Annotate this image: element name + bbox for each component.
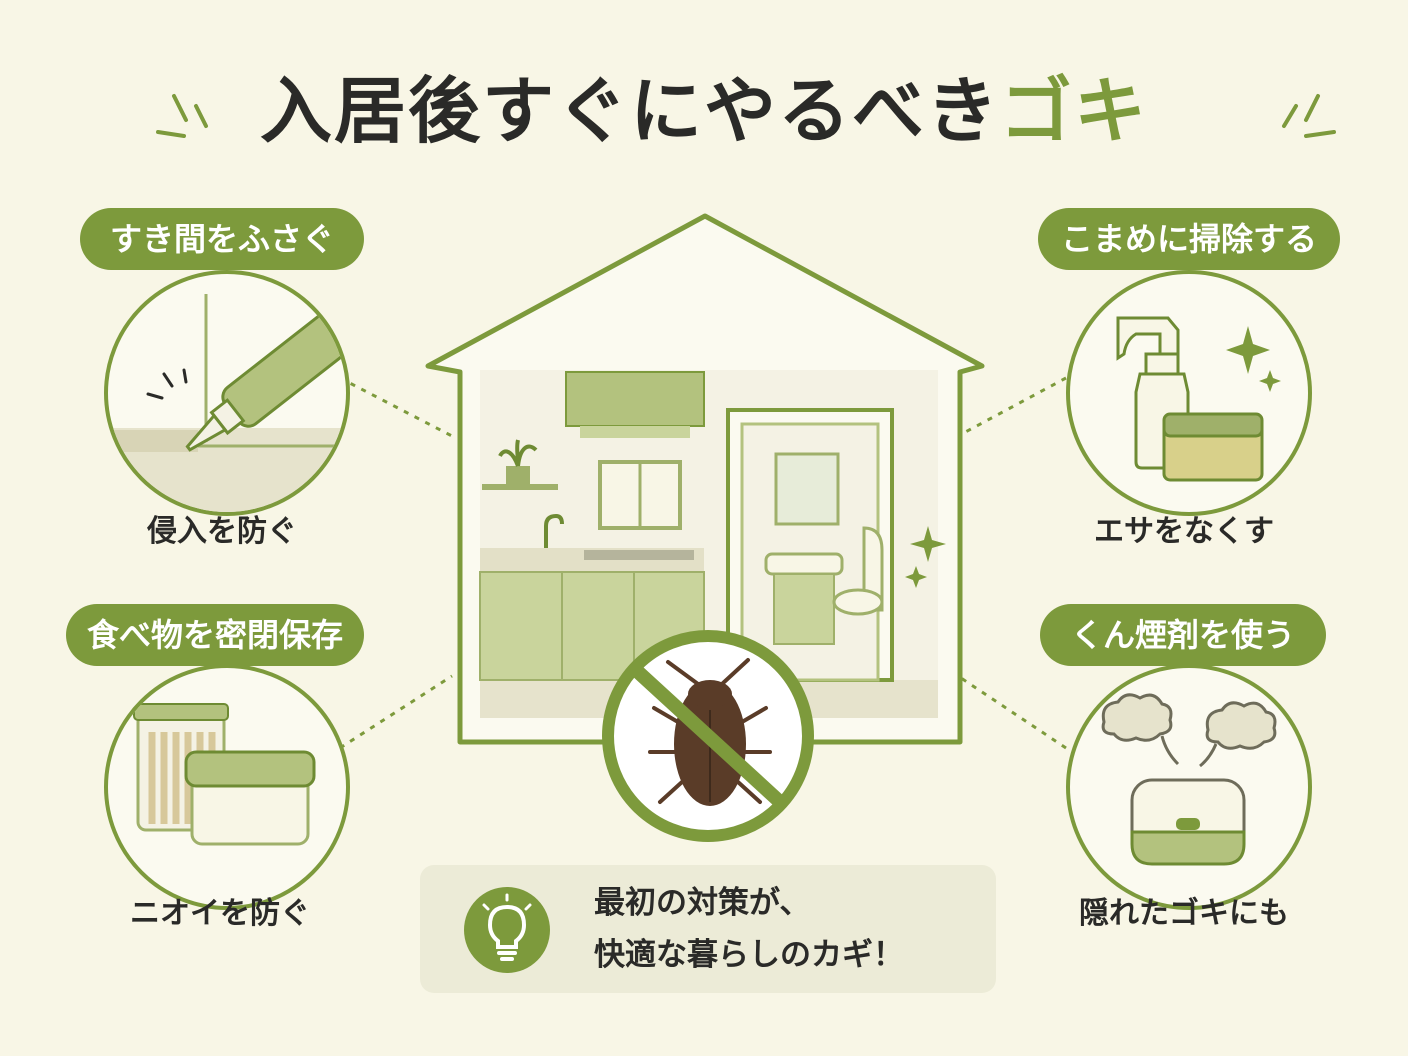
key-message-text: 最初の対策が、 快適な暮らしのカギ！ bbox=[594, 877, 984, 981]
food-container-icon bbox=[104, 664, 350, 910]
tip-caption-seal-food: ニオイを防ぐ bbox=[130, 896, 310, 931]
no-cockroach-icon bbox=[602, 630, 814, 842]
tip-label-seal-food: 食べ物を密閉保存 bbox=[66, 604, 364, 666]
fumigator-icon bbox=[1066, 664, 1312, 910]
tip-label-seal-gaps: すき間をふさぐ bbox=[80, 208, 364, 270]
key-message-line-2: 快適な暮らしのカギ！ bbox=[594, 937, 904, 973]
lightbulb-icon bbox=[464, 887, 550, 973]
tip-caption-fumigate: 隠れたゴキにも bbox=[1079, 896, 1289, 931]
spray-sponge-icon bbox=[1066, 270, 1312, 516]
title-accent: ゴキ bbox=[1000, 69, 1149, 153]
emphasis-lines-left-icon bbox=[156, 94, 208, 138]
tip-caption-seal-gaps: 侵入を防ぐ bbox=[147, 514, 297, 549]
tip-caption-clean: エサをなくす bbox=[1094, 514, 1274, 549]
key-message-box: 最初の対策が、 快適な暮らしのカギ！ bbox=[420, 865, 996, 993]
title-main: 入居後すぐにやるべき bbox=[259, 69, 1000, 153]
page-title: 入居後すぐにやるべきゴキ bbox=[0, 56, 1408, 166]
key-message-line-1: 最初の対策が、 bbox=[594, 885, 811, 921]
tip-label-clean: こまめに掃除する bbox=[1038, 208, 1340, 270]
emphasis-lines-right-icon bbox=[1282, 94, 1336, 138]
caulk-gun-icon bbox=[104, 270, 350, 516]
tip-label-fumigate: くん煙剤を使う bbox=[1040, 604, 1326, 666]
